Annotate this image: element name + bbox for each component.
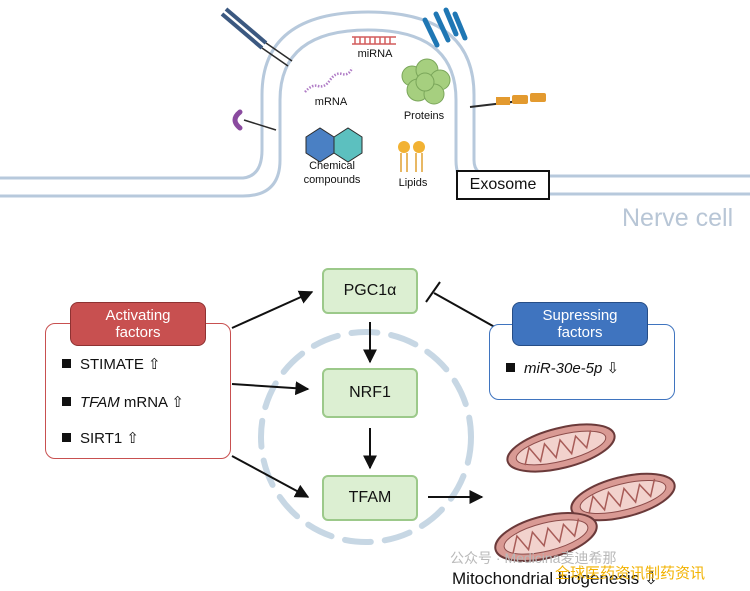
activating-item-stimate: STIMATE ⇧ xyxy=(62,355,161,373)
cell-membrane-inner xyxy=(0,28,750,198)
chemical-compounds-icon xyxy=(305,127,363,163)
nucleus-dashed-circle xyxy=(258,329,474,545)
node-pgc1a: PGC1α xyxy=(322,268,418,314)
proteins-label: Proteins xyxy=(403,110,445,122)
suppressing-title-line2: factors xyxy=(557,324,603,341)
arrow-activating-to-pgc1a xyxy=(231,290,314,329)
watermark-line1: 公众号 · Medicina麦迪希那 xyxy=(450,550,617,566)
chemical-label-line1: Chemical xyxy=(309,160,355,172)
bullet-square xyxy=(506,363,515,372)
lipids-icon xyxy=(398,141,425,172)
mrna-label: mRNA xyxy=(314,96,348,108)
exosome-label-box: Exosome xyxy=(456,170,550,200)
mitochondrial-biogenesis-label: Mitochondrial biogenesis ⇩ xyxy=(452,569,659,588)
chemical-label-line2: compounds xyxy=(303,173,361,186)
membrane-receptor-left-icon xyxy=(220,7,293,67)
proteins-icon xyxy=(401,58,451,105)
bullet-square xyxy=(62,359,71,368)
mitochondrion-3-icon xyxy=(494,512,598,562)
transmembrane-protein-icon xyxy=(422,7,468,48)
activating-item-sirt1: SIRT1 ⇧ xyxy=(62,429,139,447)
mitochondrion-1-icon xyxy=(506,423,616,473)
mitochondrion-2-icon xyxy=(570,472,676,522)
watermark-line2: 全球医药资讯制药资讯 xyxy=(555,565,706,582)
mrna-icon xyxy=(304,67,354,93)
mirna-label: miRNA xyxy=(357,48,393,60)
suppressing-title-line1: Supressing xyxy=(542,306,618,324)
membrane-receptor-small-icon xyxy=(232,109,277,131)
lipids-label: Lipids xyxy=(398,177,428,189)
bullet-square xyxy=(62,433,71,442)
chemical-compounds-label: Chemical compounds xyxy=(292,160,372,188)
activating-item-tfam-mrna: TFAM mRNA ⇧ xyxy=(62,393,184,411)
mirna-icon xyxy=(352,36,396,45)
membrane-ligand-right-icon xyxy=(469,93,546,108)
activating-factors-header: Activating factors xyxy=(70,302,206,346)
activating-title-line2: factors xyxy=(115,324,161,341)
suppressing-factors-header: Supressing factors xyxy=(512,302,648,346)
cell-membrane-outer xyxy=(0,10,750,180)
activating-title-line1: Activating xyxy=(105,306,171,324)
node-tfam: TFAM xyxy=(322,475,418,521)
bullet-square xyxy=(62,397,71,406)
arrow-activating-to-nrf1 xyxy=(231,381,310,396)
suppressing-item-mir30e5p: miR-30e-5p ⇩ xyxy=(506,359,619,377)
arrow-activating-to-tfam xyxy=(231,455,310,498)
node-nrf1: NRF1 xyxy=(322,368,418,418)
inhibition-suppressing-to-pgc1a xyxy=(425,281,501,331)
nerve-cell-label: Nerve cell xyxy=(622,204,734,232)
